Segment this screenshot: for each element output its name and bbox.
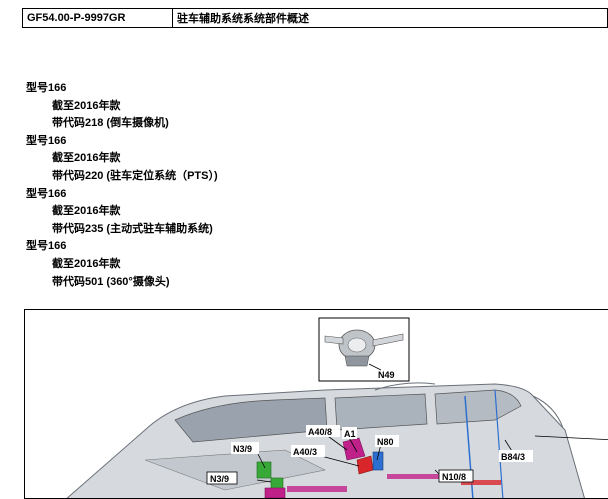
label-a40-8: A40/8 xyxy=(308,427,332,437)
model-year: 截至2016年款 xyxy=(52,99,121,112)
callout-labels: A40/8 A1 A40/3 N80 N3/9 N3/9 B84/3 N10/8 xyxy=(206,425,533,485)
document-code: GF54.00-P-9997GR xyxy=(23,9,173,27)
model-year: 截至2016年款 xyxy=(52,205,121,218)
n49-inset: N49 xyxy=(318,317,410,382)
model-code: 带代码235 (主动式驻车辅助系统) xyxy=(52,222,213,235)
label-a40-3: A40/3 xyxy=(293,447,317,457)
document-title: 驻车辅助系统系统部件概述 xyxy=(177,13,309,25)
model-code: 带代码220 (驻车定位系统（PTS）) xyxy=(52,169,218,182)
vehicle-illustration: N49 xyxy=(66,317,608,498)
model-type: 型号166 xyxy=(26,134,67,147)
model-code: 带代码501 (360°摄像头) xyxy=(52,275,170,288)
model-year: 截至2016年款 xyxy=(52,257,121,270)
label-n10-8: N10/8 xyxy=(442,472,466,482)
model-code: 带代码218 (倒车摄像机) xyxy=(52,117,169,130)
model-year: 截至2016年款 xyxy=(52,152,121,165)
model-list: 型号166 截至2016年款 带代码218 (倒车摄像机) 型号166 截至20… xyxy=(26,80,218,291)
label-b84-3: B84/3 xyxy=(501,452,525,462)
document-header: GF54.00-P-9997GR 驻车辅助系统系统部件概述 xyxy=(22,8,608,28)
label-n3-9-top: N3/9 xyxy=(233,444,252,454)
label-n3-9-bottom: N3/9 xyxy=(210,474,229,484)
model-entry: 型号166 截至2016年款 带代码220 (驻车定位系统（PTS）) xyxy=(26,133,218,186)
label-n49: N49 xyxy=(378,370,395,380)
label-n80: N80 xyxy=(377,437,394,447)
model-entry: 型号166 截至2016年款 带代码218 (倒车摄像机) xyxy=(26,80,218,133)
component-diagram: N49 xyxy=(24,309,608,499)
model-entry: 型号166 截至2016年款 带代码235 (主动式驻车辅助系统) xyxy=(26,186,218,239)
label-a1: A1 xyxy=(344,429,356,439)
model-entry: 型号166 截至2016年款 带代码501 (360°摄像头) xyxy=(26,238,218,291)
model-type: 型号166 xyxy=(26,187,67,200)
model-type: 型号166 xyxy=(26,240,67,253)
vehicle-body xyxy=(66,382,585,498)
model-type: 型号166 xyxy=(26,82,67,94)
